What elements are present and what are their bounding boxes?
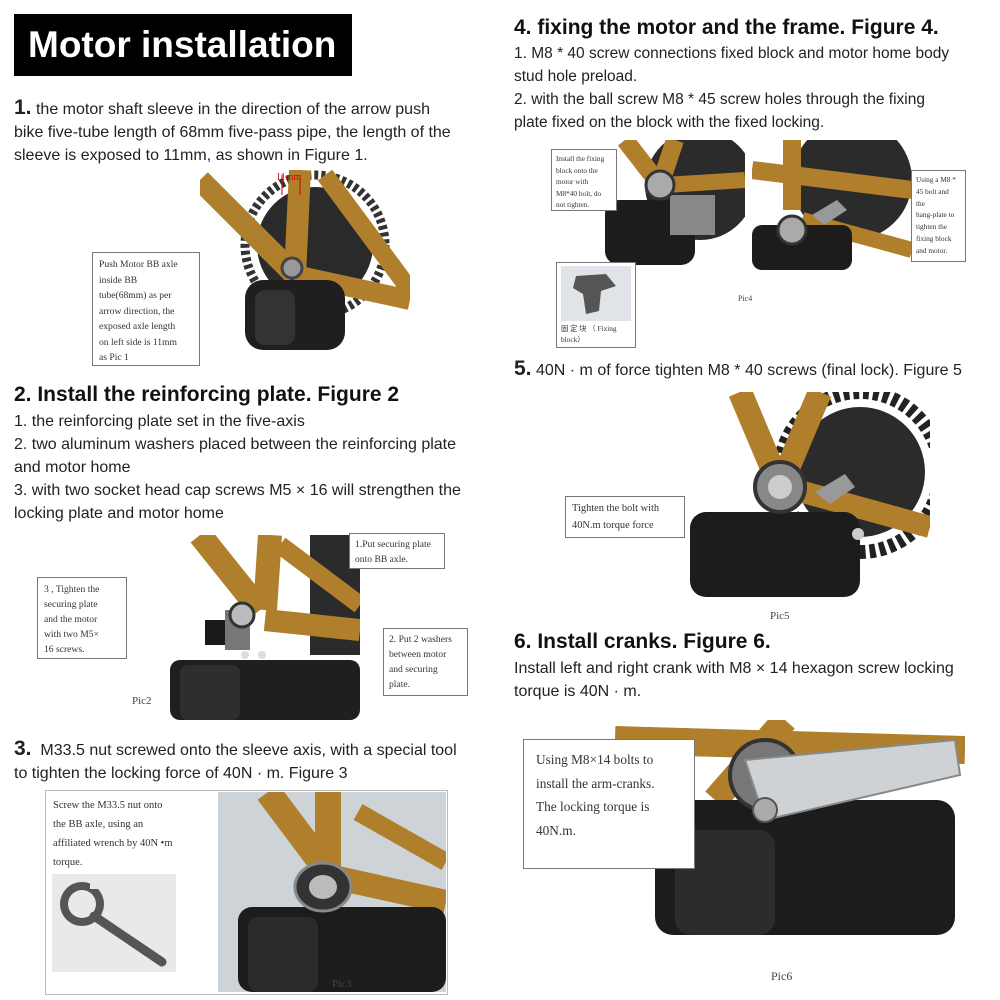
step1-callout-line: on left side is 11mm xyxy=(99,336,177,348)
step1-callout-line: inside BB xyxy=(99,274,138,286)
step4-callout-right-line: 45 bolt and xyxy=(916,186,949,196)
step4-block-label-line: 固 定 块 （ Fixing xyxy=(561,324,617,333)
step4-callout-left: Install the fixing block onto the motor … xyxy=(551,149,617,211)
step2-heading: 2. Install the reinforcing plate. Figure… xyxy=(14,383,400,406)
step6-caption: Pic6 xyxy=(771,969,793,983)
step1-callout-line: tube(68mm) as per xyxy=(99,290,172,301)
step1-callout-line: as Pic 1 xyxy=(99,352,129,363)
step6-callout-line: Using M8×14 bolts to xyxy=(536,752,654,767)
step4-callout-right-line: the xyxy=(916,198,925,208)
step5-callout: Tighten the bolt with 40N.m torque force xyxy=(565,496,685,538)
step1-callout-line: Push Motor BB axle xyxy=(99,259,178,270)
step4-callout-left-line: Install the fixing xyxy=(556,154,605,163)
step6-line2: torque is 40N · m. xyxy=(514,683,642,700)
step2-callout-left-line: 3 , Tighten the xyxy=(44,584,100,595)
step1-text: 1. the motor shaft sleeve in the directi… xyxy=(14,96,494,167)
step4-callout-right: Using a M8 * 45 bolt and the hang-plate … xyxy=(911,170,966,262)
step2-callout-left-line: securing plate xyxy=(44,599,98,610)
step4-callout-right-line: tighten the xyxy=(916,222,948,232)
step6-heading: 6. Install cranks. Figure 6. xyxy=(514,630,771,653)
step3-number: 3. xyxy=(14,737,32,760)
fixing-block-icon xyxy=(561,266,631,321)
step4-callout-right-line: hang-plate to xyxy=(916,210,955,220)
step3-line2: to tighten the locking force of 40N · m.… xyxy=(14,765,348,782)
step4-callout-right-line: Using a M8 * xyxy=(916,175,956,184)
step4-fixing-block-box: 固 定 块 （ Fixing block） xyxy=(556,262,636,348)
figure-4-photo-right xyxy=(752,140,912,270)
step4-callout-right-line: fixing block xyxy=(916,233,952,243)
step2-line1: 1. the reinforcing plate set in the five… xyxy=(14,413,305,430)
figure-5-photo xyxy=(690,392,930,597)
step2-callout-right-line: and securing xyxy=(389,664,438,675)
step2-callout-left: 3 , Tighten the securing plate and the m… xyxy=(37,577,127,659)
step6-callout: Using M8×14 bolts to install the arm-cra… xyxy=(523,739,695,869)
step4-text: 4. fixing the motor and the frame. Figur… xyxy=(514,15,1000,134)
step1-line3: sleeve is exposed to 11mm, as shown in F… xyxy=(14,147,368,164)
figure-3-photo xyxy=(218,792,446,992)
step3-callout: Screw the M33.5 nut onto the BB axle, us… xyxy=(47,792,207,874)
step2-callout-right-line: between motor xyxy=(389,649,447,660)
step4-callout-left-line: motor with xyxy=(556,177,589,186)
figure-1-illustration xyxy=(200,170,410,350)
wrench-icon xyxy=(52,874,176,972)
step3-callout-line: affiliated wrench by 40N •m xyxy=(53,838,173,849)
figure-2-illustration xyxy=(170,535,360,720)
step3-callout-line: torque. xyxy=(53,857,83,868)
step4-heading: 4. fixing the motor and the frame. Figur… xyxy=(514,16,939,39)
page-title: Motor installation xyxy=(14,14,352,76)
step5-callout-line: 40N.m torque force xyxy=(572,520,654,531)
step2-text: 2. Install the reinforcing plate. Figure… xyxy=(14,382,504,525)
step4-caption: Pic4 xyxy=(738,294,753,303)
step5-text: 5. 40N · m of force tighten M8 * 40 scre… xyxy=(514,357,1000,382)
step3-line1: M33.5 nut screwed onto the sleeve axis, … xyxy=(40,742,457,759)
step2-callout-right-line: plate. xyxy=(389,679,411,690)
step3-text: 3. M33.5 nut screwed onto the sleeve axi… xyxy=(14,737,504,785)
step4-line1: 1. M8 * 40 screw connections fixed block… xyxy=(514,45,950,62)
step5-number: 5. xyxy=(514,357,532,380)
step6-callout-line: install the arm-cranks. xyxy=(536,775,655,791)
step2-callout-top-line: onto BB axle. xyxy=(355,554,409,565)
figure-3-frame xyxy=(45,790,448,995)
step2-caption: Pic2 xyxy=(132,695,152,707)
step2-callout-left-line: 16 screws. xyxy=(44,644,85,655)
step4-callout-left-line: M8*40 bolt, do xyxy=(556,188,602,198)
step1-callout: Push Motor BB axle inside BB tube(68mm) … xyxy=(92,252,200,366)
step1-line2: bike five-tube length of 68mm five-pass … xyxy=(14,124,451,141)
step6-line1: Install left and right crank with M8 × 1… xyxy=(514,660,954,677)
step1-callout-line: exposed axle length xyxy=(99,321,176,332)
step6-callout-line: 40N.m. xyxy=(536,822,576,838)
step4-line2: stud hole preload. xyxy=(514,68,638,85)
step4-line4: plate fixed on the block with the fixed … xyxy=(514,114,825,131)
step1-number: 1. xyxy=(14,96,32,119)
step5-callout-line: Tighten the bolt with xyxy=(572,503,660,514)
step3-caption: Pic3 xyxy=(332,978,352,990)
figure-4-photo-left xyxy=(605,140,745,265)
step5-caption: Pic5 xyxy=(770,610,790,622)
step2-callout-left-line: and the motor xyxy=(44,614,98,625)
step2-callout-right-line: 2. Put 2 washers xyxy=(389,634,452,645)
step3-callout-line: Screw the M33.5 nut onto xyxy=(53,800,163,811)
step2-line5: locking plate and motor home xyxy=(14,505,224,522)
step2-callout-right: 2. Put 2 washers between motor and secur… xyxy=(383,628,468,696)
step2-line3: and motor home xyxy=(14,459,131,476)
step1-callout-line: arrow direction, the xyxy=(99,305,175,317)
step2-callout-top-line: 1.Put securing plate xyxy=(355,539,431,550)
step5-line: 40N · m of force tighten M8 * 40 screws … xyxy=(535,362,962,379)
step1-line1: the motor shaft sleeve in the direction … xyxy=(35,101,430,118)
step3-callout-line: the BB axle, using an xyxy=(53,819,144,830)
step4-callout-left-line: not tighten. xyxy=(556,200,590,209)
step4-line3: 2. with the ball screw M8 * 45 screw hol… xyxy=(514,91,925,108)
step2-line2: 2. two aluminum washers placed between t… xyxy=(14,436,457,453)
step4-callout-right-line: and motor. xyxy=(916,245,948,255)
step6-text: 6. Install cranks. Figure 6. Install lef… xyxy=(514,629,1000,703)
step4-block-label-line: block） xyxy=(561,335,585,344)
step1-dimension-label: 11mm xyxy=(276,172,302,183)
step4-callout-left-line: block onto the xyxy=(556,165,598,175)
step2-callout-top: 1.Put securing plate onto BB axle. xyxy=(349,533,445,569)
step2-line4: 3. with two socket head cap screws M5 × … xyxy=(14,482,461,499)
step2-callout-left-line: with two M5× xyxy=(44,629,99,640)
step6-callout-line: The locking torque is xyxy=(536,799,650,814)
